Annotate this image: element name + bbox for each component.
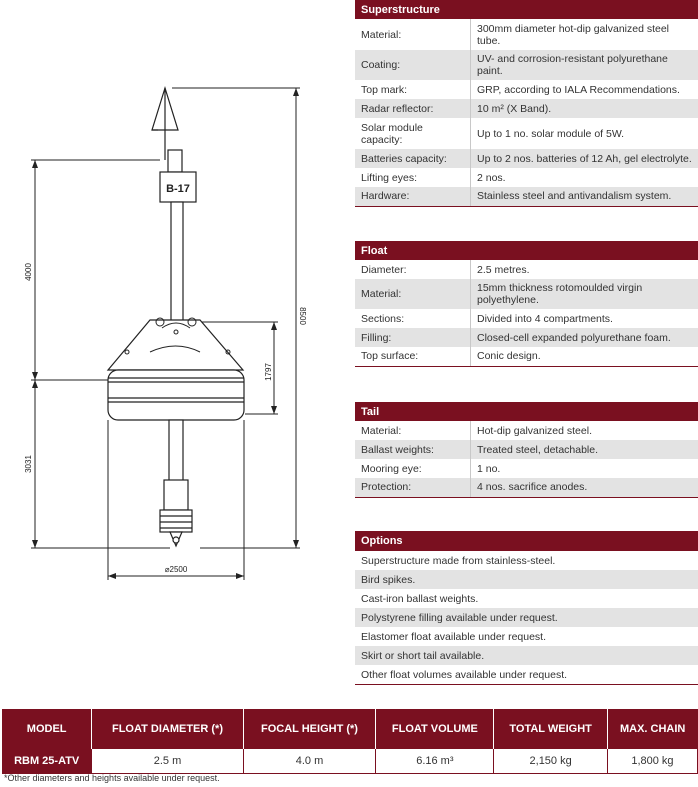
- spec-value: Divided into 4 compartments.: [470, 309, 698, 328]
- spec-value: Conic design.: [470, 347, 698, 367]
- cell-focal-height: 4.0 m: [243, 749, 377, 774]
- spec-key: Hardware:: [355, 187, 471, 207]
- spec-key: Batteries capacity:: [355, 149, 471, 168]
- spec-value: 4 nos. sacrifice anodes.: [470, 478, 698, 498]
- options-table: Options Superstructure made from stainle…: [355, 531, 698, 685]
- dim-1797-label: 1797: [264, 363, 273, 381]
- spec-value: Up to 2 nos. batteries of 12 Ah, gel ele…: [470, 149, 698, 168]
- spec-value: UV- and corrosion-resistant polyurethane…: [470, 50, 698, 80]
- dim-3031-label: 3031: [24, 455, 33, 473]
- header-float-diameter: FLOAT DIAMETER (*): [91, 709, 244, 749]
- spec-key: Material:: [355, 19, 471, 50]
- cell-float-diameter: 2.5 m: [91, 749, 244, 774]
- footnote: *Other diameters and heights available u…: [4, 773, 220, 783]
- spec-key: Ballast weights:: [355, 440, 471, 459]
- option-item: Bird spikes.: [355, 570, 698, 589]
- spec-key: Radar reflector:: [355, 99, 471, 118]
- superstructure-title: Superstructure: [355, 0, 698, 19]
- option-item: Superstructure made from stainless-steel…: [355, 551, 698, 570]
- header-float-volume: FLOAT VOLUME: [375, 709, 495, 749]
- tail-table: Tail Material:Hot-dip galvanized steel. …: [355, 402, 698, 498]
- dim-diameter-label: ⌀2500: [165, 565, 188, 574]
- float-title: Float: [355, 241, 698, 260]
- cell-max-chain: 1,800 kg: [607, 749, 698, 774]
- spec-value: 15mm thickness rotomoulded virgin polyet…: [470, 279, 698, 309]
- spec-key: Material:: [355, 421, 471, 440]
- spec-key: Material:: [355, 279, 471, 309]
- buoy-technical-drawing: B-17 4000 3031 8500 1797 ⌀2500: [24, 85, 307, 580]
- superstructure-table: Superstructure Material:300mm diameter h…: [355, 0, 698, 207]
- table-row: RBM 25-ATV 2.5 m 4.0 m 6.16 m³ 2,150 kg …: [2, 749, 698, 774]
- spec-value: Up to 1 no. solar module of 5W.: [470, 118, 698, 149]
- header-focal-height: FOCAL HEIGHT (*): [243, 709, 377, 749]
- option-item: Elastomer float available under request.: [355, 627, 698, 646]
- spec-value: Closed-cell expanded polyurethane foam.: [470, 328, 698, 347]
- dim-4000-label: 4000: [24, 263, 33, 281]
- spec-value: GRP, according to IALA Recommendations.: [470, 80, 698, 99]
- option-item: Polystyrene filling available under requ…: [355, 608, 698, 627]
- option-item: Skirt or short tail available.: [355, 646, 698, 665]
- spec-value: 2 nos.: [470, 168, 698, 187]
- option-item: Other float volumes available under requ…: [355, 665, 698, 685]
- tail-title: Tail: [355, 402, 698, 421]
- model-summary-table: MODEL FLOAT DIAMETER (*) FOCAL HEIGHT (*…: [2, 709, 698, 774]
- option-item: Cast-iron ballast weights.: [355, 589, 698, 608]
- spec-key: Filling:: [355, 328, 471, 347]
- spec-value: 10 m² (X Band).: [470, 99, 698, 118]
- spec-key: Sections:: [355, 309, 471, 328]
- spec-key: Protection:: [355, 478, 471, 498]
- cell-float-volume: 6.16 m³: [375, 749, 495, 774]
- header-max-chain: MAX. CHAIN: [607, 709, 698, 749]
- spec-value: 1 no.: [470, 459, 698, 478]
- spec-value: Treated steel, detachable.: [470, 440, 698, 459]
- spec-key: Top surface:: [355, 347, 471, 367]
- topmark-label: B-17: [166, 183, 190, 195]
- cell-total-weight: 2,150 kg: [493, 749, 608, 774]
- options-title: Options: [355, 531, 698, 551]
- spec-key: Coating:: [355, 50, 471, 80]
- header-model: MODEL: [2, 709, 93, 749]
- cell-model: RBM 25-ATV: [2, 749, 93, 774]
- spec-value: 300mm diameter hot-dip galvanized steel …: [470, 19, 698, 50]
- spec-key: Solar module capacity:: [355, 118, 471, 149]
- float-table: Float Diameter:2.5 metres. Material:15mm…: [355, 241, 698, 367]
- header-total-weight: TOTAL WEIGHT: [493, 709, 608, 749]
- spec-key: Lifting eyes:: [355, 168, 471, 187]
- spec-key: Top mark:: [355, 80, 471, 99]
- spec-key: Mooring eye:: [355, 459, 471, 478]
- spec-key: Diameter:: [355, 260, 471, 279]
- spec-value: 2.5 metres.: [470, 260, 698, 279]
- spec-value: Stainless steel and antivandalism system…: [470, 187, 698, 207]
- spec-value: Hot-dip galvanized steel.: [470, 421, 698, 440]
- dim-8500-label: 8500: [298, 307, 307, 325]
